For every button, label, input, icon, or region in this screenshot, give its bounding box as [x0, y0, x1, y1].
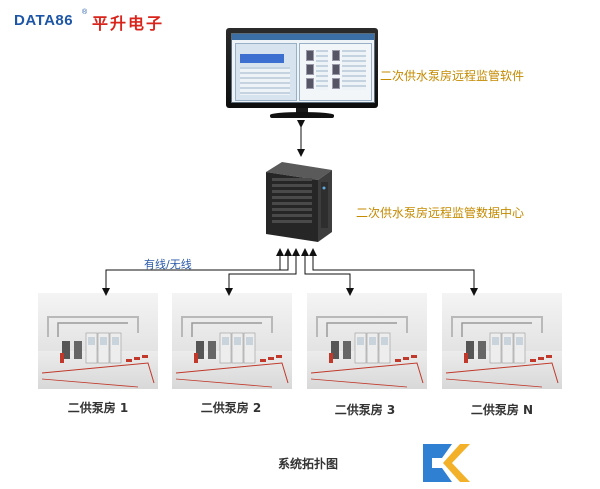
logo-chinese: 平升电子: [92, 14, 165, 33]
link-type-label: 有线/无线: [144, 258, 192, 271]
screen-device: [332, 78, 340, 89]
link-room-2: [225, 262, 297, 296]
logo-latin: DATA86: [14, 12, 74, 29]
logo-registered-mark: ®: [82, 9, 88, 16]
monitor-stand-neck: [296, 108, 308, 113]
pump-equipment-3: [310, 316, 424, 388]
link-room-n: [312, 262, 478, 296]
pump-equipment-2: [175, 316, 289, 388]
pump-room-label-3: 二供泵房 3: [334, 403, 396, 417]
link-room-3: [304, 262, 354, 296]
pump-room-label-2: 二供泵房 2: [200, 401, 262, 415]
screen-device: [306, 64, 314, 75]
screen-device: [306, 50, 314, 61]
monitor-icon: [226, 28, 378, 118]
software-label: 二次供水泵房远程监管软件: [380, 69, 525, 83]
monitor-screen: [231, 33, 375, 103]
server-icon: [266, 162, 332, 242]
pump-room-label-n: 二供泵房 N: [470, 403, 534, 417]
diagram-caption: 系统拓扑图: [278, 457, 339, 471]
monitor-stand-base: [270, 112, 334, 118]
brand-logo: DATA86 ® 平升电子: [14, 9, 214, 33]
screen-readouts: [316, 50, 328, 90]
brand-mark-icon: [423, 444, 470, 482]
screen-device: [332, 50, 340, 61]
screen-device: [306, 78, 314, 89]
screen-readouts: [342, 50, 366, 90]
screen-device: [332, 64, 340, 75]
screen-data-rows: [240, 67, 290, 95]
screen-blue-display: [240, 54, 284, 63]
pump-equipment-n: [445, 316, 559, 388]
screen-titlebar: [232, 34, 374, 40]
link-room-1: [102, 262, 289, 296]
pump-room-label-1: 二供泵房 1: [67, 401, 129, 415]
pump-equipment-1: [41, 316, 155, 388]
datacenter-label: 二次供水泵房远程监管数据中心: [356, 206, 525, 220]
